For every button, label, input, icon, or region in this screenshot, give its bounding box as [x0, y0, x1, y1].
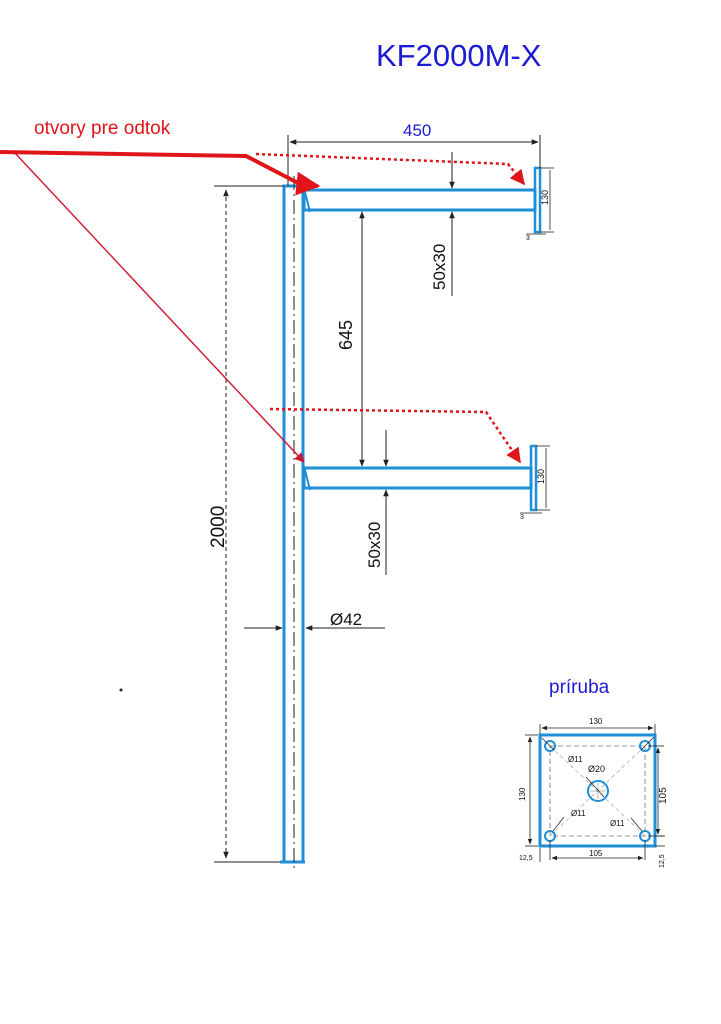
flange-hole-br-text: Ø11 [610, 819, 625, 828]
dim-645-text: 645 [336, 320, 356, 350]
dim-pole-diameter: Ø42 [244, 610, 385, 631]
flange-title: príruba [549, 677, 610, 698]
flange-dimensions: 130 130 105 105 12,5 12,5 Ø11 Ø20 Ø11 Ø1… [518, 717, 669, 868]
dim-plate-lower-height: 130 [536, 469, 546, 484]
dim-arm-length: 450 [287, 121, 541, 186]
flange-center-hole-text: Ø20 [588, 764, 605, 774]
flange-edge-left-text: 12,5 [519, 855, 533, 862]
dim-profile-lower-text: 50x30 [365, 522, 384, 568]
dim-plate-upper: 130 3 [526, 167, 554, 242]
drain-hole-arrows [0, 150, 525, 464]
dim-profile-lower: 50x30 [365, 430, 389, 575]
dim-450-text: 450 [403, 121, 431, 140]
flange-hole-icon [544, 740, 556, 752]
drawing-title: KF2000M-X [376, 38, 542, 73]
dim-pole-height: 2000 [208, 185, 284, 863]
dim-2000-text: 2000 [208, 506, 229, 548]
dim-plate-upper-thickness: 3 [526, 235, 530, 242]
flange-width-text: 130 [589, 717, 603, 726]
flange-hole-tl-text: Ø11 [568, 755, 583, 764]
flange-plate [538, 733, 657, 848]
upper-arm [302, 166, 542, 234]
dim-plate-lower: 130 3 [520, 445, 550, 521]
dim-arm-spacing: 645 [336, 211, 365, 467]
flange-center-hole-icon [587, 780, 609, 802]
flange-hole-spacing-y-text: 105 [658, 787, 669, 804]
flange-edge-right-text: 12,5 [659, 854, 666, 868]
dim-plate-lower-thickness: 3 [520, 514, 524, 521]
flange-hole-spacing-x-text: 105 [589, 849, 603, 858]
dim-profile-upper: 50x30 [430, 152, 455, 296]
flange-height-text: 130 [518, 787, 527, 801]
dim-diameter-text: Ø42 [330, 610, 362, 629]
dim-plate-upper-height: 130 [540, 190, 550, 205]
dim-profile-upper-text: 50x30 [430, 244, 449, 290]
flange-hole-bl-text: Ø11 [571, 809, 586, 818]
lower-arm [302, 444, 538, 512]
pole [280, 176, 305, 870]
drain-holes-label: otvory pre odtok [34, 118, 171, 139]
